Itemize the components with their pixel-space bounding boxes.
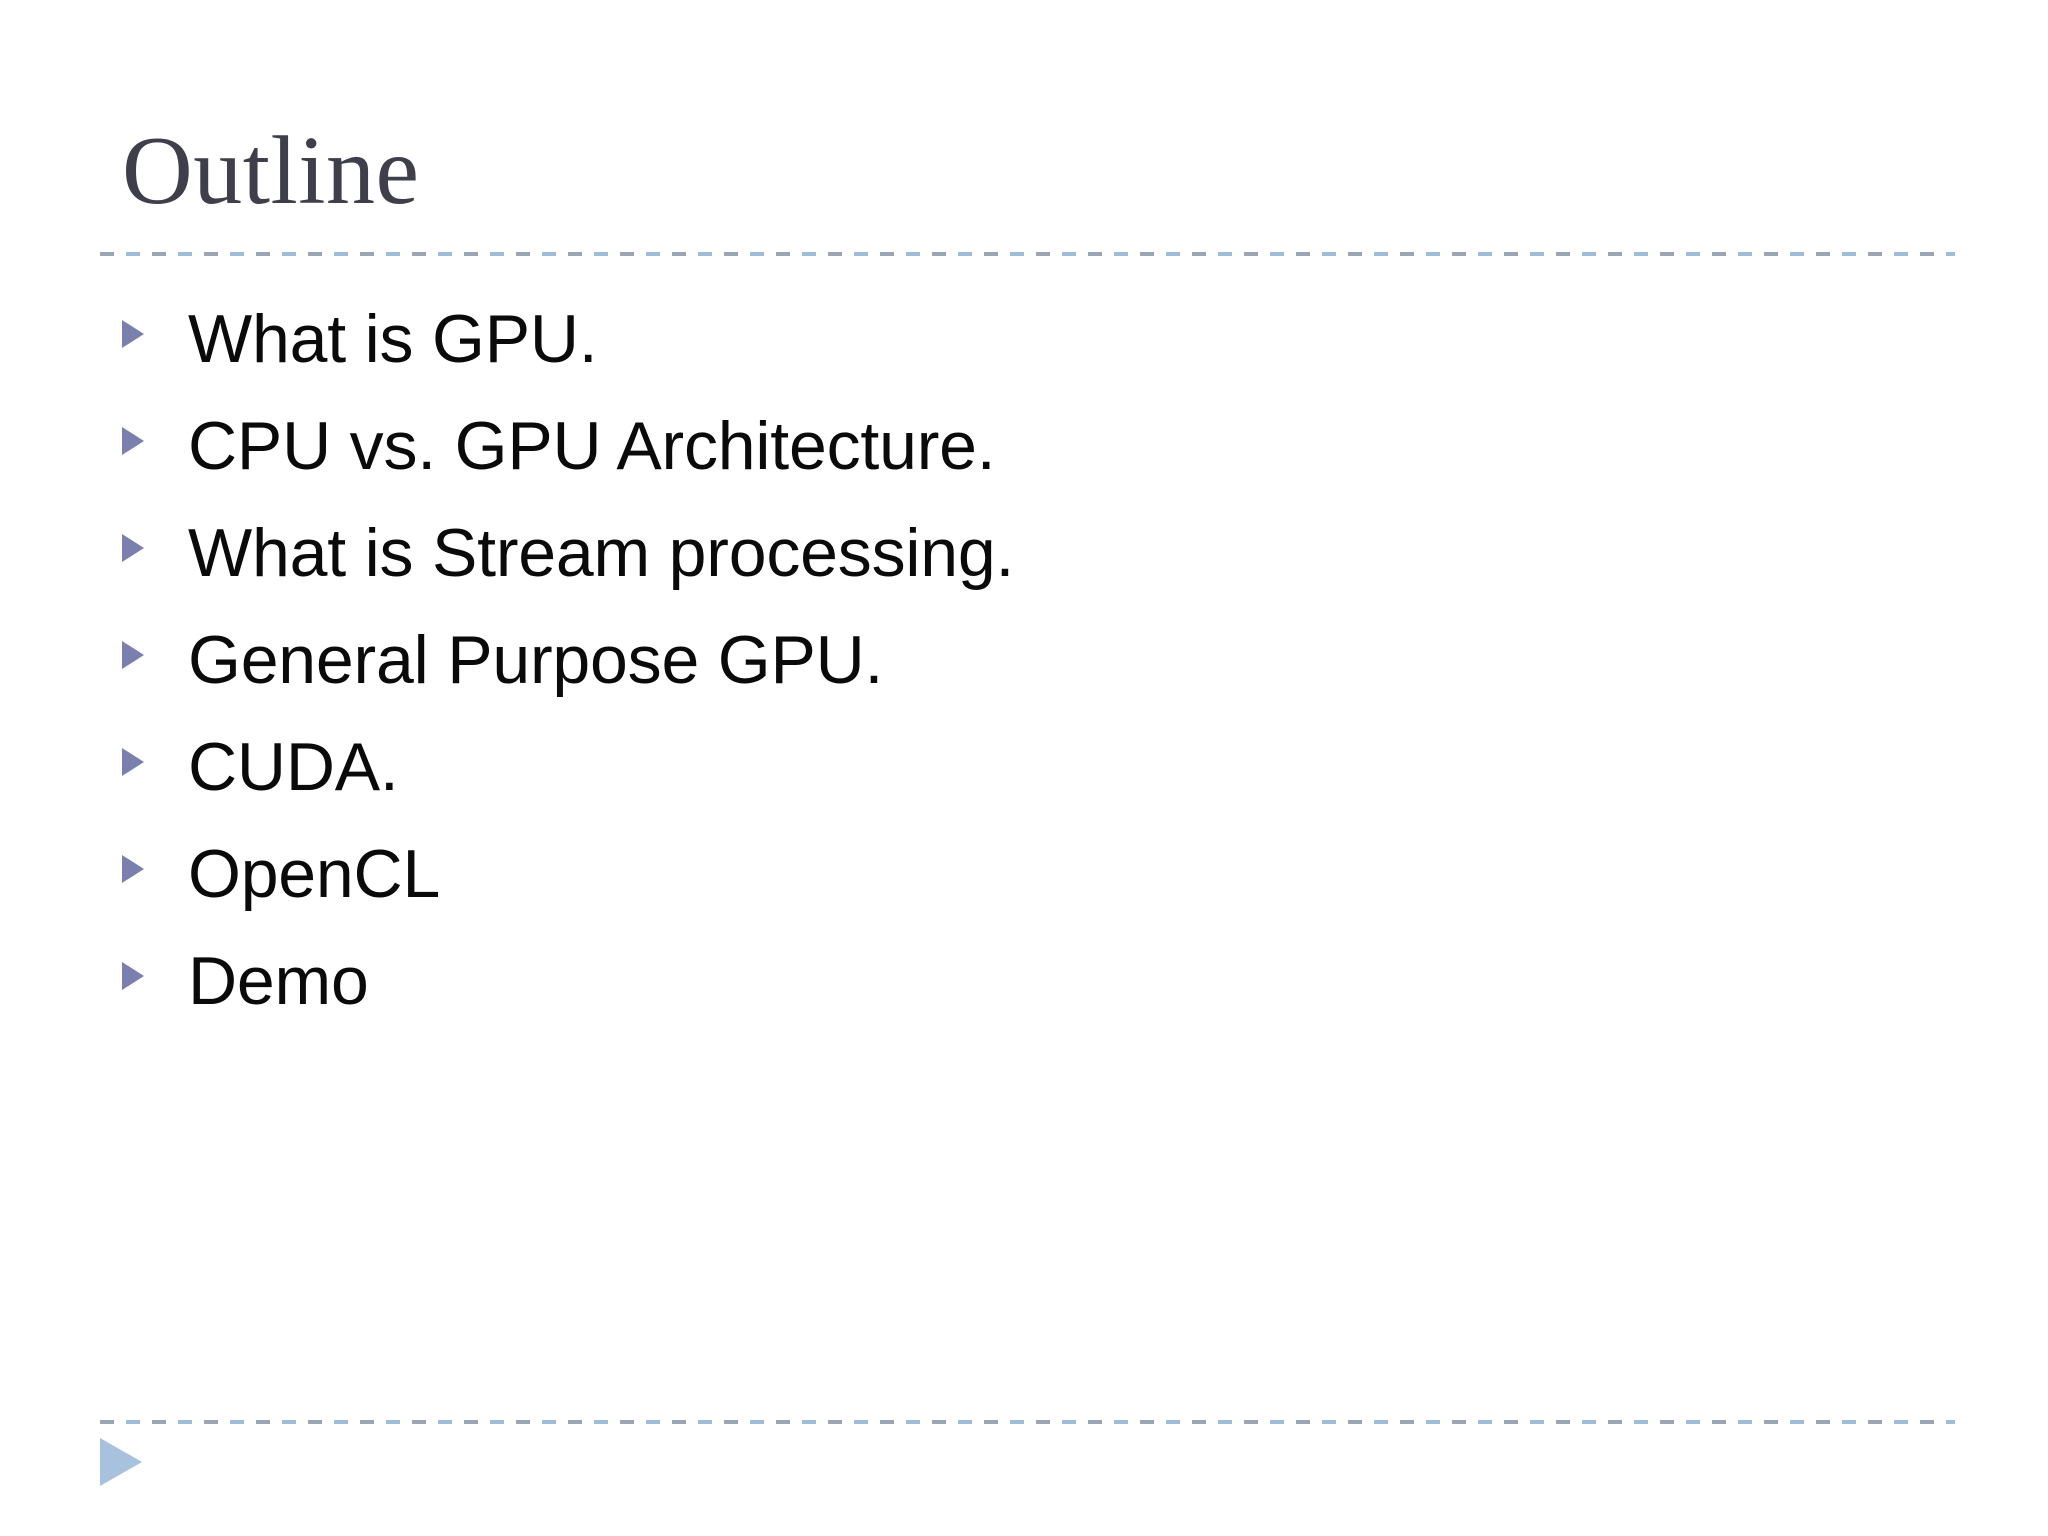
outline-bullet-list: What is GPU. CPU vs. GPU Architecture. W… [0,296,2048,1045]
list-item-label: Demo [188,943,369,1019]
list-item[interactable]: What is Stream processing. [0,510,2048,617]
triangle-bullet-icon [122,641,144,669]
list-item-label: CUDA. [188,729,399,805]
triangle-bullet-icon [122,534,144,562]
list-item-label: What is GPU. [188,301,598,377]
triangle-bullet-icon [122,748,144,776]
list-item-label: General Purpose GPU. [188,622,884,698]
triangle-bullet-icon [122,855,144,883]
list-item[interactable]: OpenCL [0,831,2048,938]
page-title: Outline [122,117,420,225]
list-item-label: OpenCL [188,836,441,912]
title-divider [100,252,1955,256]
list-item-label: CPU vs. GPU Architecture. [188,408,996,484]
list-item[interactable]: What is GPU. [0,296,2048,403]
triangle-bullet-icon [122,427,144,455]
list-item[interactable]: Demo [0,938,2048,1045]
list-item[interactable]: CUDA. [0,724,2048,831]
list-item[interactable]: General Purpose GPU. [0,617,2048,724]
footer-triangle-icon [100,1438,142,1486]
triangle-bullet-icon [122,320,144,348]
footer-divider [100,1420,1955,1424]
list-item[interactable]: CPU vs. GPU Architecture. [0,403,2048,510]
list-item-label: What is Stream processing. [188,515,1015,591]
triangle-bullet-icon [122,962,144,990]
